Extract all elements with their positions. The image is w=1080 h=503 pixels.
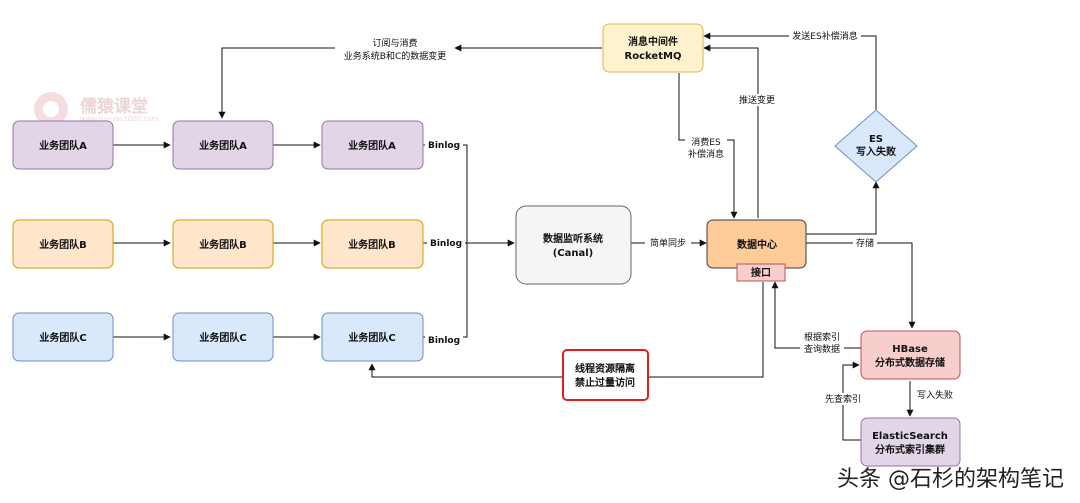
- label-query-by-index: 根据索引 查询数据: [800, 330, 844, 356]
- label-send-es-text: 发送ES补偿消息: [792, 30, 857, 42]
- node-datacenter-label: 数据中心: [737, 238, 777, 251]
- node-canal-label-2: (Canal): [553, 248, 594, 259]
- author-credit: 头条 @石杉的架构笔记: [837, 467, 1064, 492]
- label-binlog-a-text: Binlog: [428, 141, 460, 151]
- node-elasticsearch: ElasticSearch 分布式索引集群: [860, 417, 961, 467]
- node-mq: 消息中间件 RocketMQ: [602, 23, 704, 73]
- node-elasticsearch-label-2: 分布式索引集群: [875, 443, 945, 456]
- label-binlog-b-text: Binlog: [430, 239, 462, 249]
- edge-binlog-c: [423, 243, 468, 338]
- node-datacenter: 数据中心: [706, 219, 807, 269]
- edge-es-fail-mq: [703, 32, 877, 110]
- label-send-es: 发送ES补偿消息: [789, 30, 861, 42]
- node-team-c1-label: 业务团队C: [39, 331, 86, 344]
- label-consume-es-line-1: 消费ES: [691, 136, 721, 148]
- node-isolation-label-1: 线程资源隔离: [575, 362, 635, 375]
- label-write-fail: 写入失败: [914, 389, 956, 401]
- label-push-change: 推送变更: [734, 94, 780, 106]
- node-api: 接口: [736, 263, 786, 282]
- label-subscribe-line-2: 业务系统B和C的数据变更: [344, 50, 446, 62]
- node-elasticsearch-label-1: ElasticSearch: [872, 431, 948, 442]
- node-isolation-label-2: 禁止过量访问: [574, 376, 635, 389]
- node-team-a2-label: 业务团队A: [199, 139, 247, 152]
- node-es-fail-label-2: 写入失败: [856, 145, 896, 158]
- label-binlog-b: Binlog: [427, 237, 465, 249]
- node-team-a2: 业务团队A: [172, 120, 274, 170]
- label-binlog-a: Binlog: [425, 139, 463, 151]
- label-check-index-text: 先查索引: [825, 393, 861, 405]
- label-simple-sync: 简单同步: [645, 237, 691, 249]
- node-team-a1-label: 业务团队A: [39, 139, 87, 152]
- label-write-fail-text: 写入失败: [917, 389, 953, 401]
- node-mq-label-1: 消息中间件: [628, 35, 678, 48]
- node-team-c3: 业务团队C: [321, 312, 424, 362]
- node-mq-label-2: RocketMQ: [625, 51, 682, 62]
- node-team-a1: 业务团队A: [12, 120, 114, 170]
- edge-store: [806, 242, 916, 329]
- label-consume-es-line-2: 补偿消息: [688, 148, 724, 160]
- node-team-b3: 业务团队B: [321, 219, 424, 269]
- node-team-c3-label: 业务团队C: [348, 331, 395, 344]
- watermark-icon: [34, 92, 68, 126]
- node-isolation: 线程资源隔离 禁止过量访问: [562, 349, 649, 401]
- node-team-b2-label: 业务团队B: [199, 238, 247, 251]
- node-team-c2-label: 业务团队C: [199, 331, 246, 344]
- node-hbase-label-2: 分布式数据存储: [875, 356, 945, 369]
- edge-dc-es-fail: [806, 181, 880, 235]
- node-canal: 数据监听系统 (Canal): [515, 205, 632, 285]
- label-consume-es: 消费ES 补偿消息: [685, 135, 727, 161]
- node-canal-label-1: 数据监听系统: [543, 232, 603, 245]
- label-subscribe: 订阅与消费 业务系统B和C的数据变更: [336, 36, 454, 64]
- node-team-c2: 业务团队C: [172, 312, 274, 362]
- label-subscribe-line-1: 订阅与消费: [372, 37, 417, 49]
- node-team-b2: 业务团队B: [172, 219, 274, 269]
- edge-push-change: [703, 44, 759, 218]
- label-store: 存储: [853, 237, 877, 249]
- node-api-label: 接口: [751, 266, 771, 279]
- watermark-url: www.ruyuan2020.com: [80, 115, 159, 123]
- label-query-line-1: 根据索引: [804, 331, 840, 343]
- watermark-title: 儒猿课堂: [80, 97, 148, 117]
- node-team-c1: 业务团队C: [12, 312, 114, 362]
- label-binlog-c-text: Binlog: [428, 336, 460, 346]
- node-team-b1: 业务团队B: [12, 219, 114, 269]
- label-binlog-c: Binlog: [425, 334, 463, 346]
- edge-binlog-a: [423, 144, 468, 243]
- watermark-logo: 儒猿课堂 www.ruyuan2020.com: [34, 92, 184, 132]
- node-es-fail: ES 写入失败: [834, 109, 918, 183]
- node-es-fail-label-1: ES: [869, 134, 883, 145]
- node-hbase: HBase 分布式数据存储: [860, 330, 961, 380]
- node-team-b3-label: 业务团队B: [348, 238, 396, 251]
- label-push-change-text: 推送变更: [739, 94, 775, 106]
- label-query-line-2: 查询数据: [804, 343, 840, 355]
- label-store-text: 存储: [856, 237, 874, 249]
- node-team-a3: 业务团队A: [321, 120, 424, 170]
- node-hbase-label-1: HBase: [892, 344, 928, 355]
- label-check-index: 先查索引: [822, 393, 864, 405]
- label-simple-sync-text: 简单同步: [650, 237, 686, 249]
- node-team-a3-label: 业务团队A: [348, 139, 396, 152]
- edge-subscribe-a2: [218, 47, 335, 119]
- node-team-b1-label: 业务团队B: [39, 238, 87, 251]
